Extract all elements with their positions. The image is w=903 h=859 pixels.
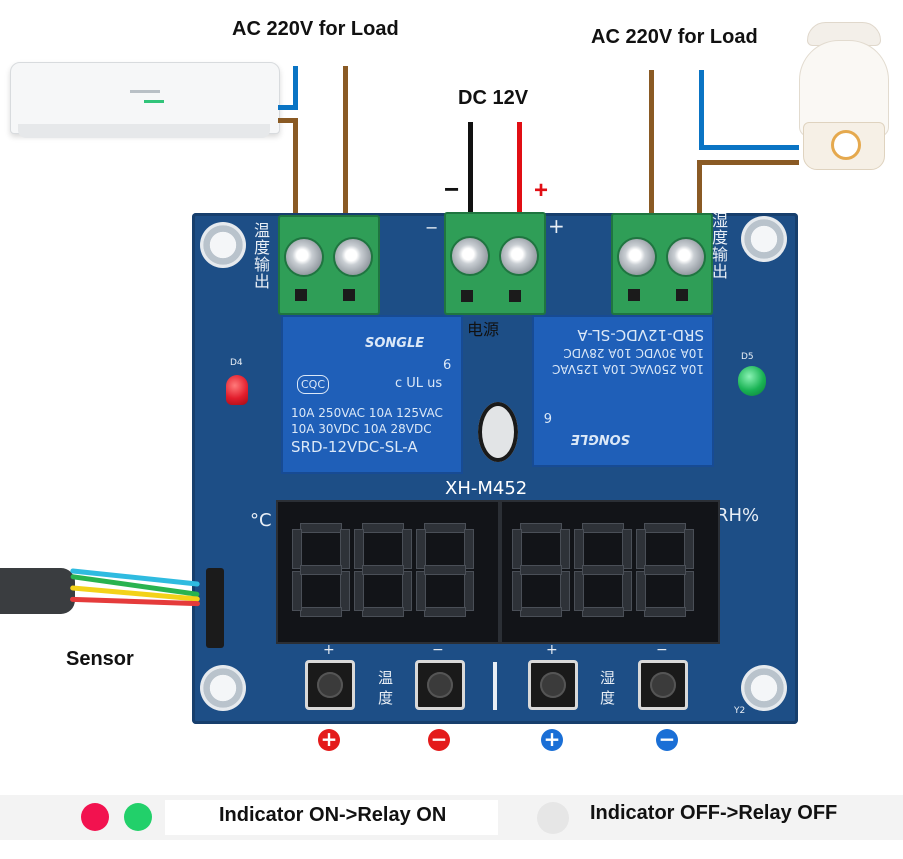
legend-on-text: Indicator ON->Relay ON bbox=[219, 804, 447, 826]
dc-plus-sign: + bbox=[534, 177, 549, 204]
load-label-left: AC 220V for Load bbox=[232, 18, 399, 40]
relay-brand: SONGLE bbox=[570, 431, 630, 446]
corner-code: Y2 bbox=[734, 706, 746, 716]
led-left-silk: D4 bbox=[230, 358, 243, 368]
ul-mark: c UL us bbox=[395, 376, 443, 391]
terminal-screw bbox=[284, 237, 324, 277]
seven-segment-digit bbox=[292, 523, 350, 617]
temp-unit: °C bbox=[250, 510, 272, 531]
seven-segment-digit bbox=[574, 523, 632, 617]
relay-rating-1: 10A 250VAC 10A 125VAC bbox=[291, 406, 443, 420]
marker-humidity-minus: − bbox=[656, 729, 678, 751]
terminal-screw bbox=[499, 236, 539, 276]
legend-green-dot bbox=[124, 803, 152, 831]
relay-number: 6 bbox=[543, 409, 552, 424]
power-silk: 电源 bbox=[467, 320, 500, 339]
dc-power-label: DC 12V bbox=[458, 87, 529, 109]
sensor-header bbox=[206, 568, 224, 648]
humidity-minus-button[interactable] bbox=[638, 660, 688, 710]
mounting-hole bbox=[741, 216, 787, 262]
button-silk-plus: + bbox=[323, 642, 335, 658]
legend-off-text: Indicator OFF->Relay OFF bbox=[590, 802, 838, 824]
temp-output-silk: 温度输出 bbox=[254, 221, 271, 291]
terminal-screw bbox=[333, 237, 373, 277]
humidity-plus-button[interactable] bbox=[528, 660, 578, 710]
relay-rating-2: 10A 30VDC 10A 28VDC bbox=[563, 346, 704, 360]
marker-humidity-plus: + bbox=[541, 729, 563, 751]
air-conditioner-image bbox=[10, 62, 280, 148]
relay-rating-1: 10A 250VAC 10A 125VAC bbox=[552, 362, 704, 376]
temp-plus-button[interactable] bbox=[305, 660, 355, 710]
relay-rating-2: 10A 30VDC 10A 28VDC bbox=[291, 422, 432, 436]
board-model: XH-M452 bbox=[445, 478, 528, 499]
led-right-silk: D5 bbox=[741, 352, 754, 362]
mounting-hole bbox=[200, 665, 246, 711]
terminal-plus-silk: + bbox=[548, 214, 565, 238]
relay-model: SRD-12VDC-SL-A bbox=[577, 326, 704, 344]
button-silk-minus: − bbox=[656, 642, 668, 658]
mounting-hole bbox=[741, 665, 787, 711]
button-silk-plus: + bbox=[546, 642, 558, 658]
terminal-minus-silk: − bbox=[425, 218, 439, 237]
relay-left: SONGLE CQC c UL us 6 10A 250VAC 10A 125V… bbox=[281, 315, 463, 474]
temp-minus-button[interactable] bbox=[415, 660, 465, 710]
seven-segment-digit bbox=[512, 523, 570, 617]
led-green bbox=[738, 366, 766, 396]
humidity-unit: RH% bbox=[716, 505, 760, 526]
seven-segment-digit bbox=[416, 523, 474, 617]
relay-number: 6 bbox=[443, 358, 452, 373]
terminal-screw bbox=[617, 237, 657, 277]
relay-model: SRD-12VDC-SL-A bbox=[291, 438, 418, 456]
terminal-dc-power bbox=[444, 212, 546, 315]
legend-on-box bbox=[165, 800, 498, 835]
seven-segment-digit bbox=[354, 523, 412, 617]
load-label-right: AC 220V for Load bbox=[591, 26, 758, 48]
mounting-hole bbox=[200, 222, 246, 268]
legend-off-dot bbox=[537, 802, 569, 834]
humidity-output-silk: 湿度输出 bbox=[712, 211, 729, 281]
marker-temp-minus: − bbox=[428, 729, 450, 751]
terminal-humidity-output bbox=[611, 213, 713, 315]
humidifier-image bbox=[793, 22, 893, 172]
terminal-temp-output bbox=[278, 215, 380, 315]
terminal-screw bbox=[450, 236, 490, 276]
marker-temp-plus: + bbox=[318, 729, 340, 751]
button-divider bbox=[493, 662, 497, 710]
cqc-mark: CQC bbox=[297, 375, 330, 394]
sensor-label: Sensor bbox=[66, 648, 134, 670]
relay-brand: SONGLE bbox=[365, 336, 425, 351]
seven-segment-digit bbox=[636, 523, 694, 617]
temp-buttons-silk: 温度 bbox=[378, 669, 394, 707]
dc-minus-sign: − bbox=[444, 174, 460, 204]
button-silk-minus: − bbox=[432, 642, 444, 658]
sensor-cable bbox=[0, 563, 201, 623]
humidity-buttons-silk: 湿度 bbox=[600, 669, 616, 707]
terminal-screw bbox=[666, 237, 706, 277]
capacitor bbox=[478, 402, 518, 462]
legend-red-dot bbox=[81, 803, 109, 831]
relay-right: SONGLE 6 10A 250VAC 10A 125VAC 10A 30VDC… bbox=[532, 315, 714, 467]
led-red bbox=[226, 375, 248, 405]
